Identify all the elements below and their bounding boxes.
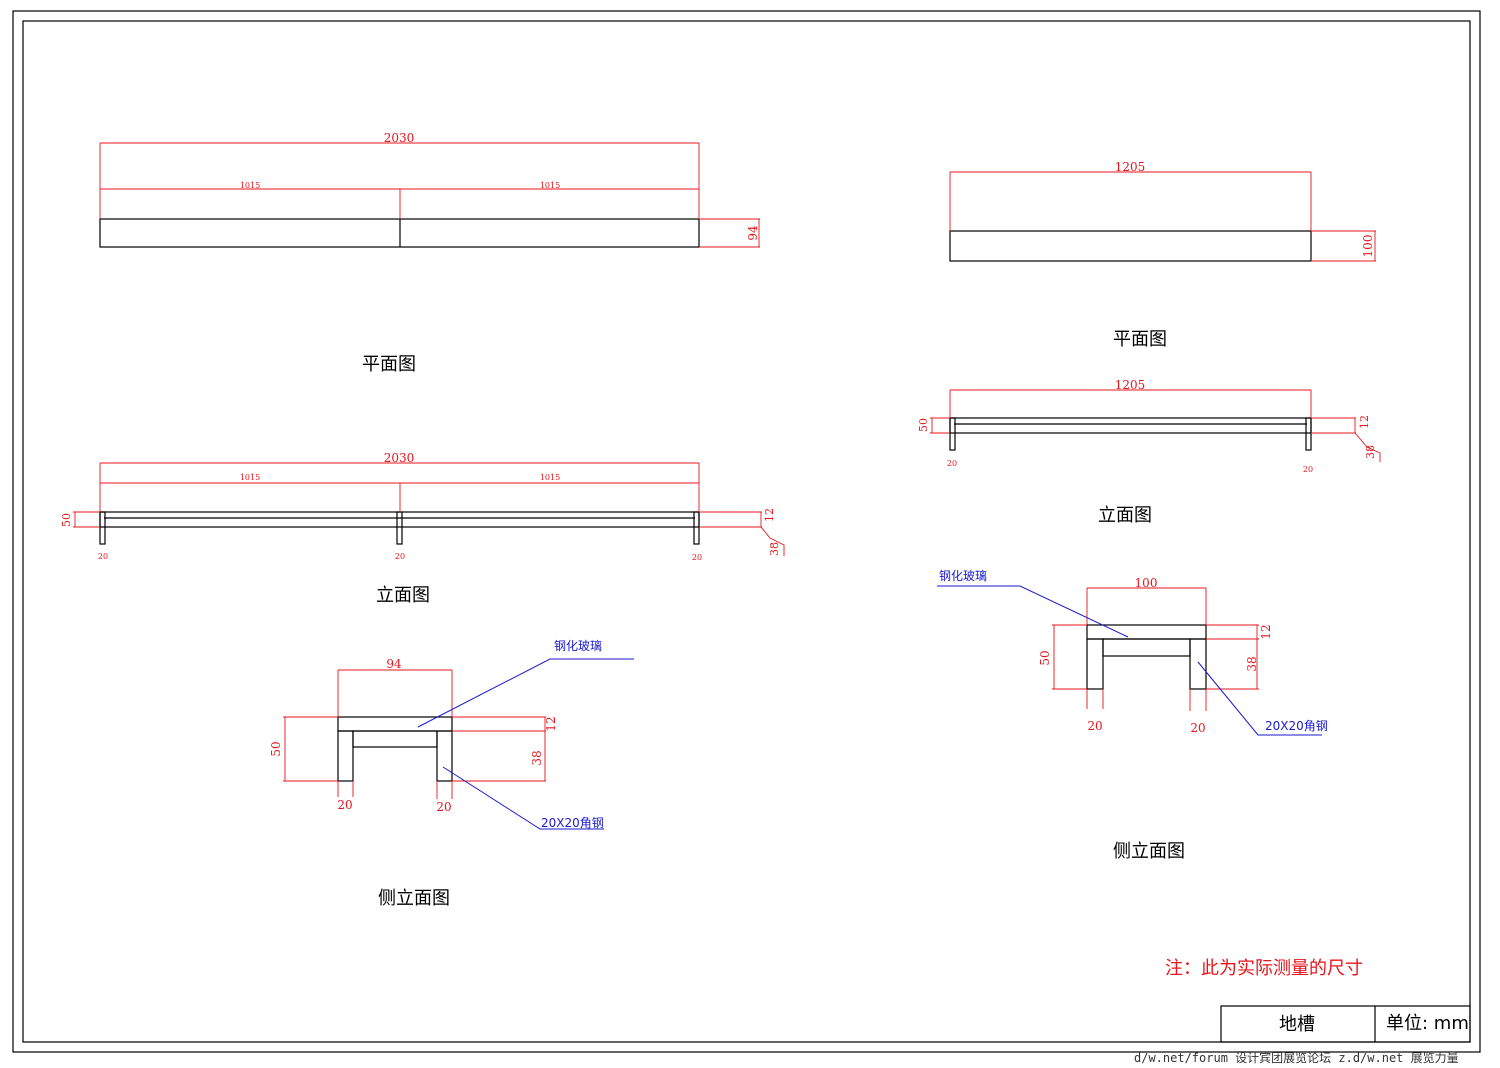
dim-1015-elev-b: 1015: [540, 473, 560, 482]
dim-100-side: 100: [1135, 576, 1158, 590]
dim-94-side: 94: [386, 657, 402, 671]
dim-50-side: 50: [269, 741, 283, 756]
title-name: 地槽: [1279, 1014, 1315, 1035]
caption-elev-left: 立面图: [376, 585, 430, 606]
label-angle-steel-right: 20X20角钢: [1265, 719, 1328, 733]
label-glass-right: 钢化玻璃: [939, 569, 987, 583]
dim-50-side-r: 50: [1038, 650, 1052, 665]
right-plan-view: 1205 100: [949, 160, 1376, 262]
left-elevation-view: 2030 1015 1015 50 12 38 20 20 20: [60, 451, 785, 562]
caption-side-left: 侧立面图: [378, 888, 450, 909]
dim-2030: 2030: [384, 131, 415, 145]
dim-38-side: 38: [530, 750, 544, 765]
dim-1015-b: 1015: [540, 181, 560, 190]
dim-20-elev-r-a: 20: [947, 459, 957, 468]
dim-1015-a: 1015: [240, 181, 260, 190]
dim-12-elev-r: 12: [1358, 415, 1371, 429]
dim-38-elev: 38: [768, 542, 781, 556]
dim-1015-elev-a: 1015: [240, 473, 260, 482]
dim-12-side: 12: [544, 716, 558, 731]
right-elevation-view: 1205 50 12 38 20 20: [917, 378, 1381, 474]
dim-20-side-r-b: 20: [1190, 721, 1205, 735]
dim-100: 100: [1361, 235, 1375, 258]
dim-2030-elev: 2030: [384, 451, 415, 465]
outer-border: [12, 10, 1481, 1053]
dim-1205-elev: 1205: [1115, 378, 1146, 392]
label-glass-left: 钢化玻璃: [554, 639, 602, 653]
dim-50-elev-r: 50: [917, 418, 930, 432]
dim-12-side-r: 12: [1259, 624, 1273, 639]
dim-38-side-r: 38: [1245, 656, 1259, 671]
dim-50-elev: 50: [60, 513, 73, 527]
left-side-view: 94 50 12 38 20 20 钢化玻璃 20X20角钢: [269, 639, 634, 830]
dim-20-side-b: 20: [436, 800, 451, 814]
title-block: 地槽 单位: mm: [1220, 1005, 1471, 1043]
inner-border: [22, 20, 1471, 1043]
dim-38-elev-r: 38: [1364, 445, 1377, 459]
dim-94: 94: [746, 225, 760, 241]
dim-20-leg-c: 20: [692, 553, 702, 562]
caption-plan-left: 平面图: [362, 354, 416, 375]
watermark: d/w.net/forum 设计宾团展览论坛 z.d/w.net 展览力量: [1134, 1050, 1459, 1065]
title-unit: 单位: mm: [1386, 1013, 1469, 1034]
dim-20-leg-b: 20: [395, 552, 405, 561]
measurement-note: 注：此为实际测量的尺寸: [1165, 958, 1363, 979]
dim-20-leg-a: 20: [98, 552, 108, 561]
right-side-view: 100 50 12 38 20 20 钢化玻璃 20X20角钢: [937, 569, 1328, 736]
dim-12-elev: 12: [763, 508, 776, 522]
caption-side-right: 侧立面图: [1113, 841, 1185, 862]
caption-plan-right: 平面图: [1113, 329, 1167, 350]
dim-1205: 1205: [1115, 160, 1146, 174]
label-angle-steel-left: 20X20角钢: [541, 816, 604, 830]
dim-20-side-a: 20: [337, 798, 352, 812]
dim-20-side-r-a: 20: [1087, 719, 1102, 733]
caption-elev-right: 立面图: [1098, 505, 1152, 526]
dim-20-elev-r-b: 20: [1303, 465, 1313, 474]
left-plan-view: 2030 1015 1015 94: [99, 131, 760, 248]
